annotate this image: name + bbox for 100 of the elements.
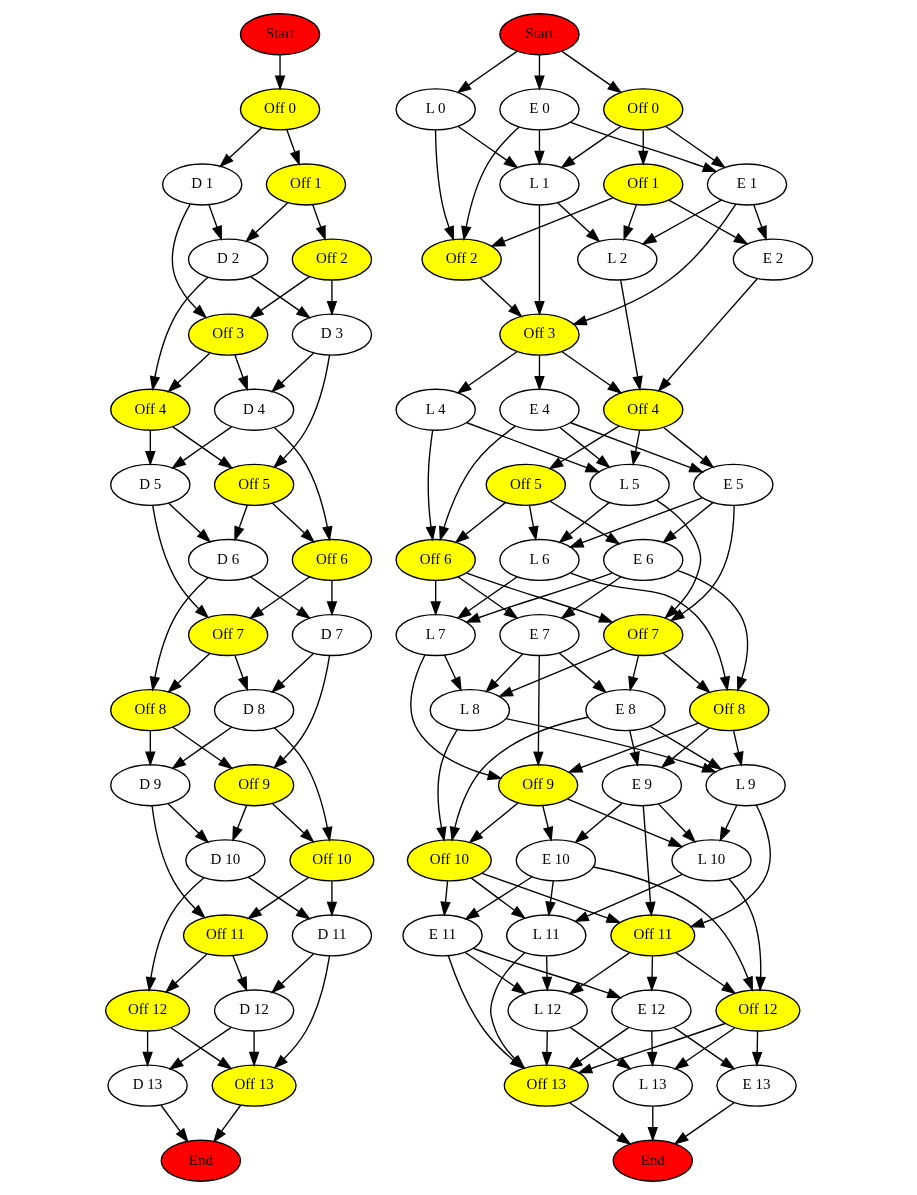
node-ellipse: D 9 xyxy=(109,764,191,807)
arrow xyxy=(472,947,622,999)
arrow xyxy=(541,1030,552,1067)
arrow xyxy=(649,725,723,770)
arrow xyxy=(489,197,614,247)
arrow xyxy=(480,872,621,923)
arrow xyxy=(669,504,735,622)
arrow xyxy=(207,204,222,241)
node-ellipse: D 13 xyxy=(106,1064,188,1107)
arrow xyxy=(272,955,330,1069)
arrow xyxy=(637,129,648,166)
node-ellipse: L 0 xyxy=(394,88,476,131)
arrow xyxy=(732,729,744,767)
arrow xyxy=(457,125,519,169)
node-ellipse: End xyxy=(612,1139,693,1182)
arrow xyxy=(646,955,657,992)
arrow xyxy=(212,1104,241,1144)
arrow xyxy=(664,125,726,169)
arrow xyxy=(164,953,208,994)
arrow xyxy=(248,1030,259,1067)
arrow xyxy=(558,426,611,469)
node-ellipse: D 11 xyxy=(291,914,372,957)
node-ellipse: Off 9 xyxy=(497,764,578,807)
arrow xyxy=(673,1102,735,1145)
arrow xyxy=(233,654,248,692)
node-ellipse: D 4 xyxy=(213,388,294,431)
arrow xyxy=(568,1102,632,1145)
arrow xyxy=(629,429,641,467)
arrow xyxy=(159,1104,189,1143)
arrow xyxy=(657,278,758,393)
node-ellipse: Off 8 xyxy=(688,688,770,732)
node-ellipse: Off 5 xyxy=(485,463,566,507)
node-ellipse: Off 3 xyxy=(498,313,580,356)
arrow xyxy=(233,504,248,542)
node-ellipse: E 1 xyxy=(706,163,787,206)
arrow xyxy=(560,351,622,394)
node-ellipse: L 13 xyxy=(612,1064,693,1107)
arrow xyxy=(657,803,696,844)
arrow xyxy=(592,866,753,992)
node-ellipse: E 13 xyxy=(715,1064,797,1107)
node-ellipse: E 9 xyxy=(601,764,682,807)
node-ellipse: L 2 xyxy=(576,238,658,281)
arrow xyxy=(271,803,315,843)
arrow xyxy=(453,501,506,544)
node-ellipse: E 6 xyxy=(602,538,683,582)
arrow xyxy=(533,354,545,392)
arrow xyxy=(231,804,247,842)
node-ellipse: L 10 xyxy=(670,839,752,882)
arrow xyxy=(429,580,441,617)
node-ellipse: D 10 xyxy=(184,839,266,882)
arrow xyxy=(233,354,248,392)
node-ellipse: D 6 xyxy=(187,538,268,582)
arrow xyxy=(647,1105,658,1142)
arrow xyxy=(569,422,704,473)
arrow xyxy=(627,654,639,692)
arrow xyxy=(145,877,205,993)
arrow xyxy=(622,204,637,241)
arrow xyxy=(270,352,314,393)
arrow xyxy=(751,1030,762,1067)
arrow xyxy=(144,730,156,767)
arrow xyxy=(727,878,766,992)
node-ellipse: Off 2 xyxy=(291,238,372,281)
arrow xyxy=(568,952,630,995)
node-ellipse: E 8 xyxy=(584,688,666,732)
node-ellipse: Start xyxy=(498,13,580,56)
arrow xyxy=(470,877,526,919)
node-ellipse: Off 7 xyxy=(602,613,683,657)
arrow xyxy=(559,125,621,169)
arrow xyxy=(274,54,285,91)
arrow xyxy=(752,204,767,241)
arrow xyxy=(533,129,545,166)
arrow xyxy=(568,497,703,548)
arrow xyxy=(641,199,722,245)
arrow xyxy=(449,716,588,842)
node-ellipse: Off 11 xyxy=(609,914,695,957)
node-ellipse: Off 13 xyxy=(210,1064,297,1107)
arrow xyxy=(141,1030,153,1067)
node-ellipse: D 5 xyxy=(109,463,191,507)
node-ellipse: Off 1 xyxy=(265,163,346,206)
arrow xyxy=(467,802,519,844)
node-ellipse: E 10 xyxy=(515,839,596,882)
node-ellipse: D 7 xyxy=(291,613,372,657)
node-ellipse: E 11 xyxy=(401,914,483,957)
arrow xyxy=(463,876,532,921)
arrow xyxy=(464,951,527,995)
arrow xyxy=(655,499,701,620)
arrow xyxy=(571,203,736,326)
arrow xyxy=(674,952,736,995)
arrow xyxy=(231,955,247,992)
node-ellipse: L 1 xyxy=(498,163,580,206)
node-ellipse: Off 11 xyxy=(182,914,268,957)
node-ellipse: E 4 xyxy=(498,388,580,431)
arrow xyxy=(151,504,209,619)
arrow xyxy=(688,804,771,928)
node-ellipse: Off 7 xyxy=(187,613,268,657)
node-ellipse: Off 0 xyxy=(602,88,683,131)
arrow xyxy=(409,654,503,781)
arrow xyxy=(642,805,656,917)
arrow xyxy=(628,729,640,767)
arrow xyxy=(541,955,552,992)
